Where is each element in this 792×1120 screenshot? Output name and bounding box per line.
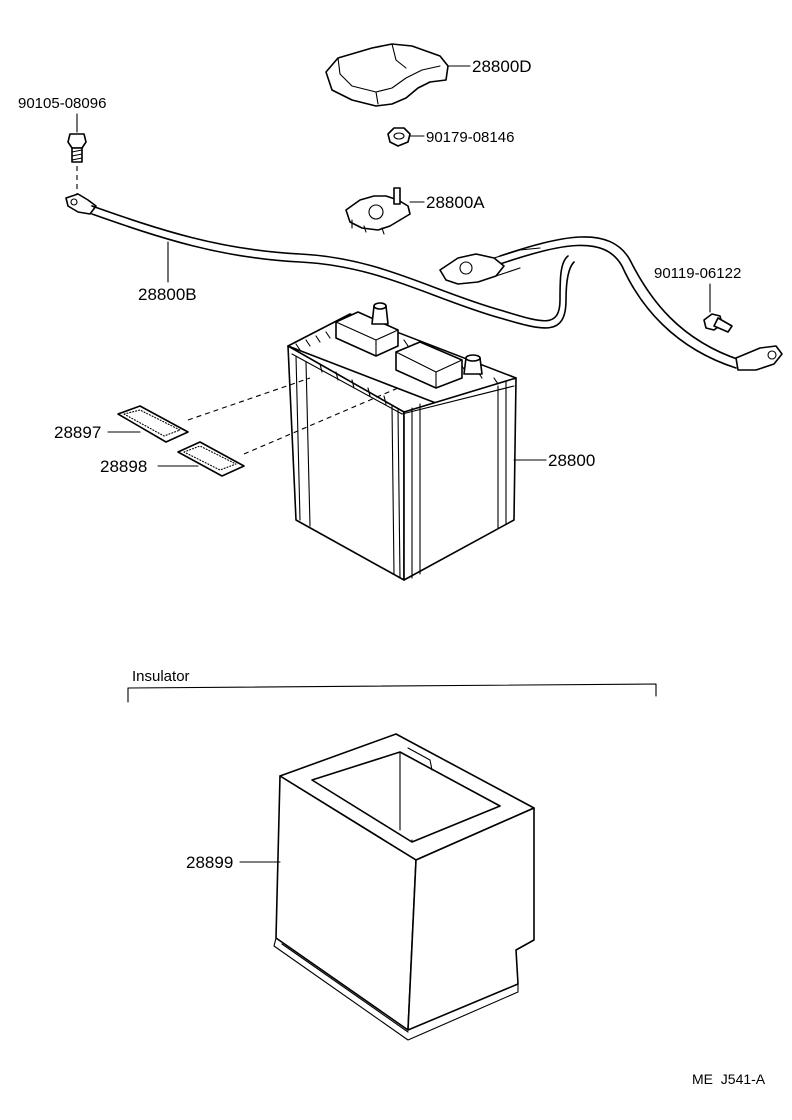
sticker-28897 (107, 377, 311, 443)
reference-code: ME J541-A (692, 1071, 766, 1087)
insulator-28899 (239, 733, 535, 1041)
label-insulator: Insulator (132, 668, 190, 685)
label-28800A: 28800A (426, 193, 485, 212)
label-90179-08146: 90179-08146 (426, 129, 514, 146)
label-28898: 28898 (100, 457, 147, 476)
terminal-cover-28800D (325, 43, 471, 107)
label-28800: 28800 (548, 451, 595, 470)
insulator-bracket (127, 683, 657, 703)
battery-28800 (287, 302, 547, 581)
label-90119-06122: 90119-06122 (654, 265, 741, 282)
label-90105-08096: 90105-08096 (18, 95, 106, 112)
label-28899: 28899 (186, 853, 233, 872)
bolt-90105-08096 (67, 113, 87, 194)
screw-90119-06122 (703, 283, 733, 333)
sticker-28898 (157, 387, 399, 477)
nut-90179-08146 (387, 127, 425, 147)
label-28800B: 28800B (138, 285, 197, 304)
label-28800D: 28800D (472, 57, 532, 76)
terminal-clamp-28800A (345, 187, 425, 235)
battery-cable-28800B (65, 193, 783, 371)
label-28897: 28897 (54, 423, 101, 442)
